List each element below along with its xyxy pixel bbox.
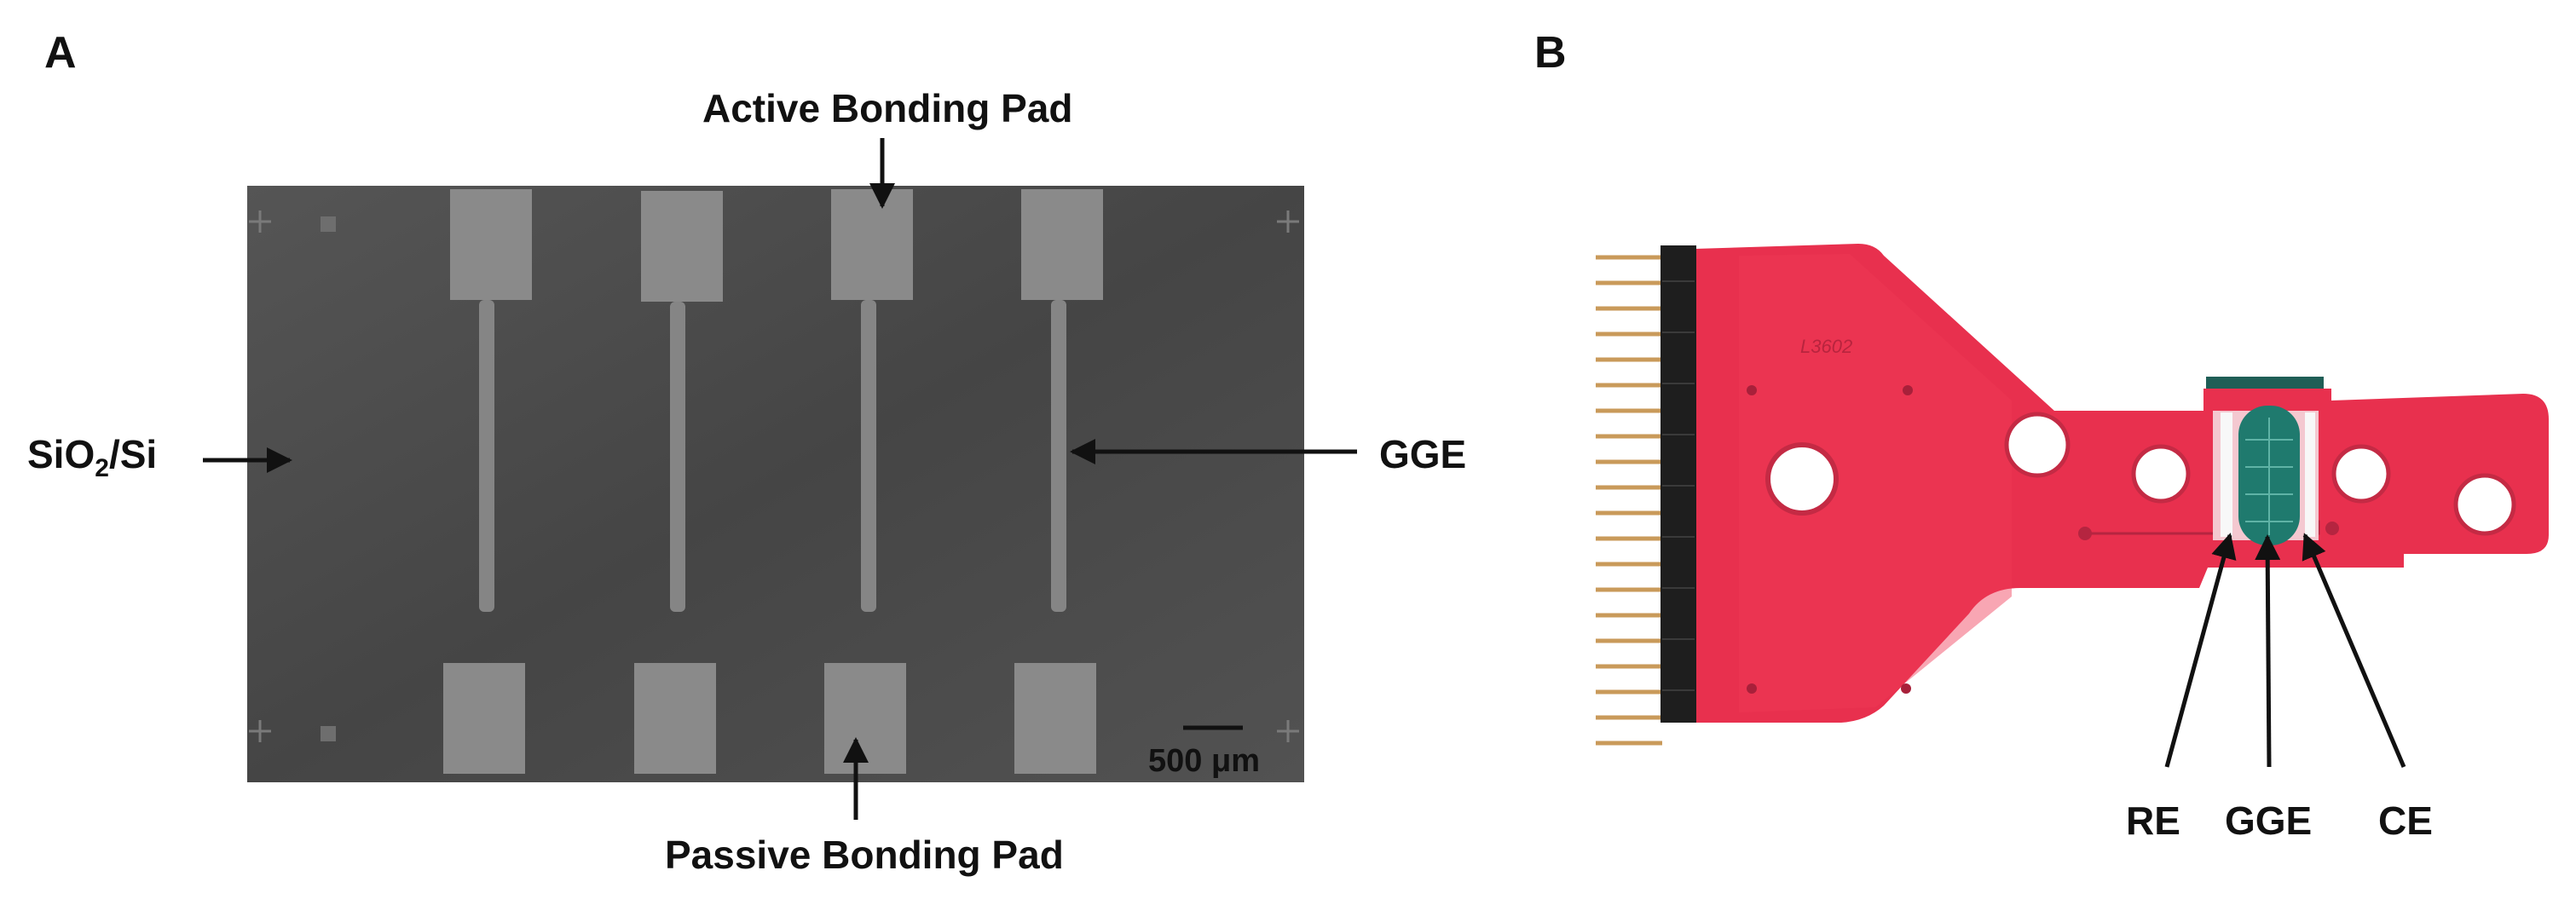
label-passive-bonding-pad: Passive Bonding Pad xyxy=(665,833,1064,877)
passive-bonding-pad-1 xyxy=(443,663,525,774)
label-active-bonding-pad: Active Bonding Pad xyxy=(702,86,1073,130)
counter-electrode xyxy=(2305,412,2315,537)
gge-electrode-1 xyxy=(479,300,494,612)
panel-a-micrograph xyxy=(247,186,1304,782)
pcb-board xyxy=(1695,244,2549,723)
mounting-hole-2 xyxy=(2131,444,2191,504)
sensor-channels xyxy=(2245,418,2293,535)
label-sio2-main: SiO xyxy=(27,432,95,476)
sio2-si-substrate xyxy=(247,186,1304,782)
arrow-gge-b xyxy=(2255,534,2281,768)
panel-a-arrows xyxy=(203,138,1357,820)
header-pins xyxy=(1596,255,1662,746)
pcb-shading xyxy=(1739,254,2012,712)
label-gge-a: GGE xyxy=(1379,432,1467,476)
reference-electrode xyxy=(2221,412,2232,537)
label-sio2-subscript: 2 xyxy=(95,454,109,483)
trace-pad-right xyxy=(2325,522,2339,535)
label-re: RE xyxy=(2126,798,2180,843)
label-sio2-rest: /Si xyxy=(108,432,158,476)
panel-b-letter: B xyxy=(1534,28,1567,78)
arrow-re xyxy=(2164,533,2237,768)
label-sio2-si: SiO2/Si xyxy=(27,435,157,481)
alignment-square-top xyxy=(321,216,336,232)
gge-electrode-2 xyxy=(670,302,685,612)
panel-b-board xyxy=(1596,244,2549,746)
pcb-marking: L3602 xyxy=(1800,336,1853,357)
mounting-hole-3 xyxy=(2331,444,2391,504)
trace-pad-left xyxy=(2078,527,2092,540)
active-bonding-pad-4 xyxy=(1021,189,1103,300)
alignment-marks xyxy=(249,210,1299,742)
alignment-square-bottom xyxy=(321,726,336,741)
mounting-hole-1 xyxy=(2004,412,2071,478)
connector-ribs xyxy=(1662,280,1695,691)
gge-electrode-4 xyxy=(1051,300,1066,612)
passive-bonding-pad-3 xyxy=(824,663,906,774)
passive-bonding-pad-2 xyxy=(634,663,716,774)
vias xyxy=(1747,385,1913,694)
arrow-ce xyxy=(2302,533,2406,768)
gge-electrode-3 xyxy=(861,300,876,612)
passive-bonding-pad-4 xyxy=(1014,663,1096,774)
panel-a-letter: A xyxy=(44,28,77,78)
active-bonding-pad-1 xyxy=(450,189,532,300)
label-scale-bar: 500 μm xyxy=(1148,743,1260,779)
panel-b-arrows xyxy=(2164,533,2406,768)
header-connector xyxy=(1661,245,1696,723)
label-ce: CE xyxy=(2378,798,2433,843)
label-gge-b: GGE xyxy=(2225,798,2313,843)
large-mounting-hole xyxy=(1765,442,1839,516)
mounting-hole-4 xyxy=(2453,473,2516,536)
active-bonding-pad-2 xyxy=(641,191,723,302)
sensor-connector-tab xyxy=(2206,377,2324,389)
active-bonding-pad-3 xyxy=(831,189,913,300)
